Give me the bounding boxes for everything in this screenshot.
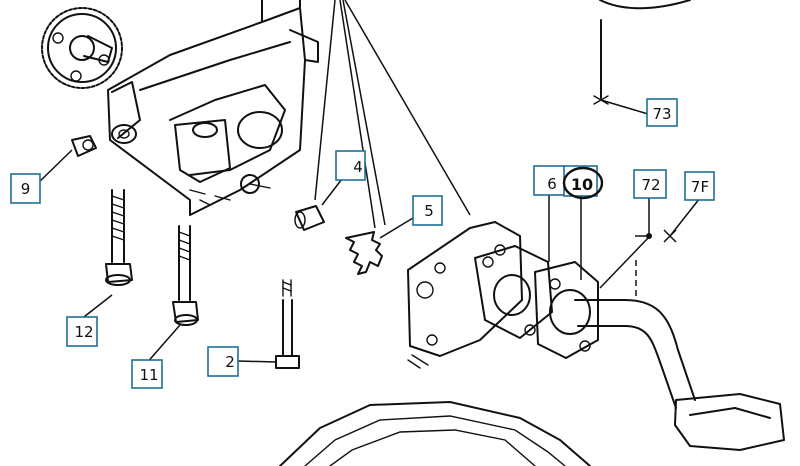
plug-part (71, 135, 97, 157)
callout-label: 10 (571, 175, 593, 194)
callout-7F: 7F (684, 171, 715, 201)
callout-73: 73 (646, 98, 678, 127)
bolt-2 (275, 279, 300, 369)
bolt-12 (105, 189, 133, 286)
drive-gear (41, 7, 123, 89)
callout-label: 11 (139, 366, 158, 384)
callout-label: 73 (652, 105, 671, 123)
callout-label: 6 (547, 175, 557, 193)
top-assembly (593, 0, 691, 115)
flange-gasket (474, 245, 599, 359)
callout-label: 7F (691, 178, 709, 196)
callout-12: 12 (66, 316, 98, 347)
pump-cover (407, 221, 523, 369)
callout-label: 12 (74, 323, 93, 341)
callout-6: 6 (533, 165, 566, 196)
callout-2: 2 (207, 346, 239, 377)
callout-4: 4 (335, 150, 366, 181)
pump-housing (107, 0, 319, 216)
bolt-11 (172, 225, 199, 326)
relief-valve-plunger (294, 205, 325, 231)
callout-label: 9 (21, 180, 31, 198)
callout-label: 72 (641, 176, 660, 194)
oil-pan (279, 401, 591, 466)
callout-72: 72 (633, 169, 667, 199)
callout-label: 4 (353, 158, 363, 176)
callout-9: 9 (10, 173, 41, 204)
oil-strainer-pipe (574, 299, 785, 451)
leader-lines (35, 0, 701, 366)
callout-10: 10 (562, 165, 604, 200)
callout-label: 5 (424, 202, 434, 220)
relief-valve-spring (345, 231, 383, 275)
callout-11: 11 (131, 359, 163, 389)
highlight-circle (562, 166, 604, 200)
callout-label: 2 (225, 353, 235, 371)
callout-5: 5 (412, 195, 443, 226)
